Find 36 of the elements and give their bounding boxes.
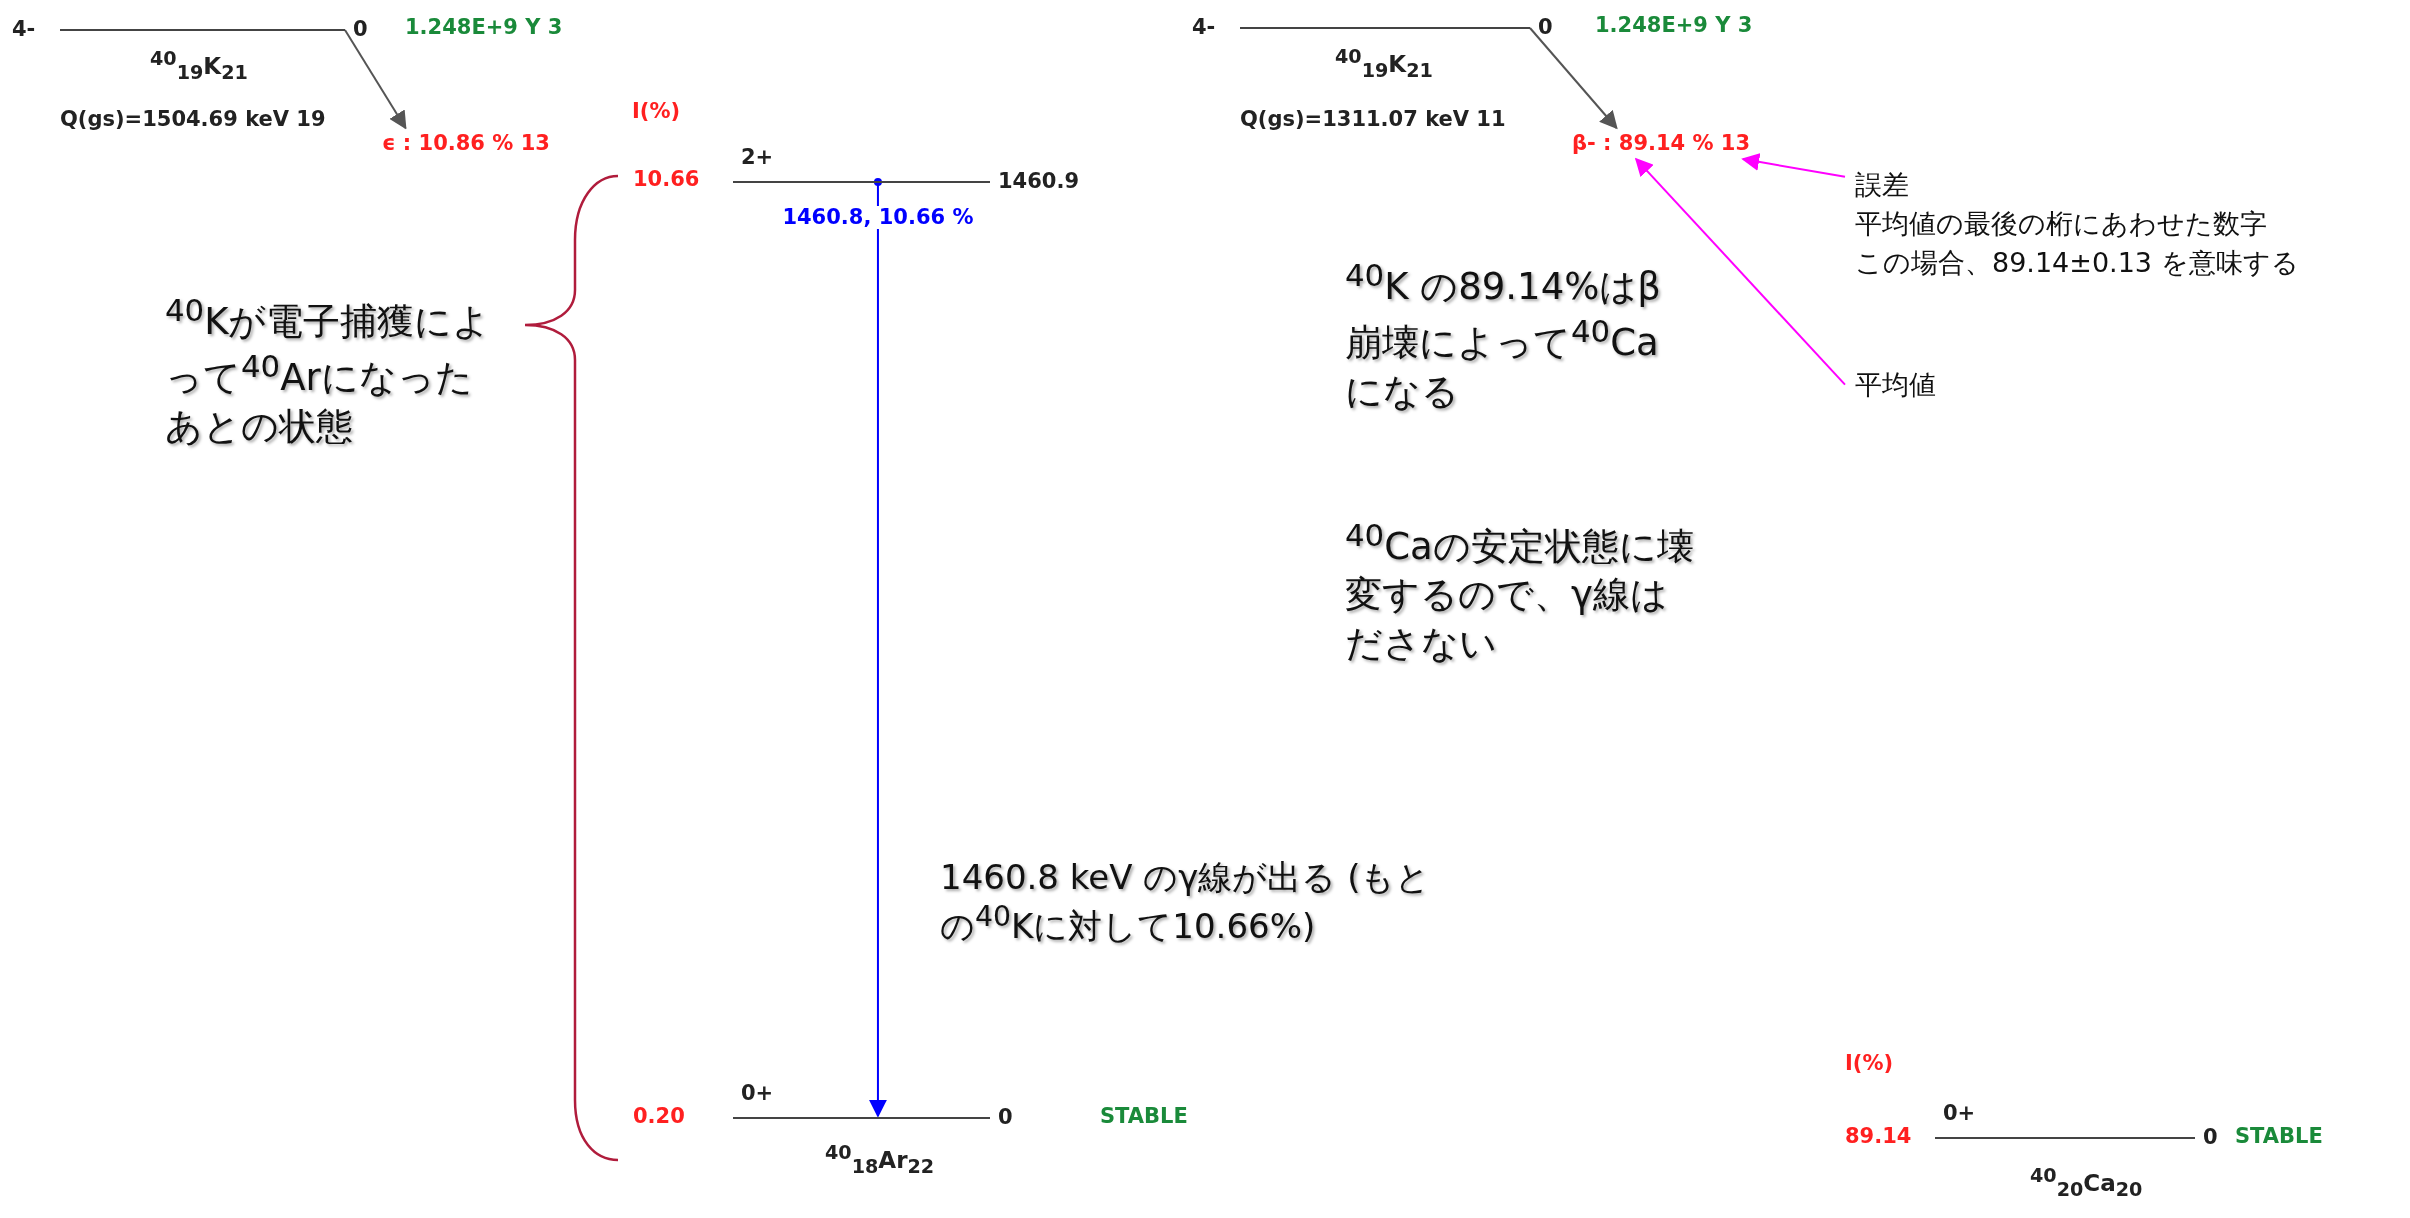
level-energy: 0 — [2203, 1126, 2218, 1150]
decay-arrow — [1529, 27, 1618, 130]
decay-arrow — [344, 29, 407, 130]
note-text: 平均値の最後の桁にあわせた数字 — [1855, 207, 2268, 242]
annotation-text: $^{40}$Caの安定状態に壊変するので、γ線はださない — [1345, 516, 1695, 667]
decay-mode-label: ϵ : 10.86 % 13 — [382, 132, 550, 156]
half-life: STABLE — [1100, 1105, 1188, 1129]
decay-arrow — [1634, 157, 1846, 386]
annotation-text: $^{40}$K の89.14%はβ崩壊によって$^{40}$Caになる — [1345, 256, 1662, 415]
spin-parity: 0+ — [741, 1082, 774, 1106]
q-value: Q(gs)=1311.07 keV 11 — [1240, 108, 1506, 132]
level-energy: 0 — [353, 18, 368, 42]
note-text: 平均値 — [1855, 368, 1936, 402]
spin-parity: 2+ — [741, 146, 774, 170]
annotation-text: $^{40}$Kが電子捕獲によって$^{40}$Arになったあとの状態 — [165, 291, 492, 450]
level-energy: 0 — [1538, 16, 1553, 40]
decay-mode-label: β- : 89.14 % 13 — [1572, 132, 1751, 156]
spin-parity: 4- — [12, 18, 36, 42]
decay-arrow — [868, 178, 887, 1118]
column-heading: I(%) — [1845, 1052, 1894, 1076]
level-energy: 1460.9 — [998, 170, 1080, 194]
level-energy: 0 — [998, 1106, 1013, 1130]
half-life: 1.248E+9 Y 3 — [405, 16, 563, 40]
intensity: 89.14 — [1845, 1125, 1912, 1149]
intensity: 0.20 — [633, 1105, 685, 1129]
spin-parity: 4- — [1192, 16, 1216, 40]
note-text: この場合、89.14±0.13 を意味する — [1855, 246, 2299, 281]
decay-arrow — [1741, 153, 1846, 178]
q-value: Q(gs)=1504.69 keV 19 — [60, 108, 326, 132]
note-text: 誤差 — [1855, 168, 1910, 202]
intensity: 10.66 — [633, 168, 700, 192]
half-life: STABLE — [2235, 1125, 2323, 1149]
column-heading: I(%) — [632, 100, 681, 124]
half-life: 1.248E+9 Y 3 — [1595, 14, 1753, 38]
annotation-text: 1460.8 keV のγ線が出る (もとの$^{40}$Kに対して10.66%) — [940, 856, 1432, 949]
spin-parity: 0+ — [1943, 1102, 1976, 1126]
